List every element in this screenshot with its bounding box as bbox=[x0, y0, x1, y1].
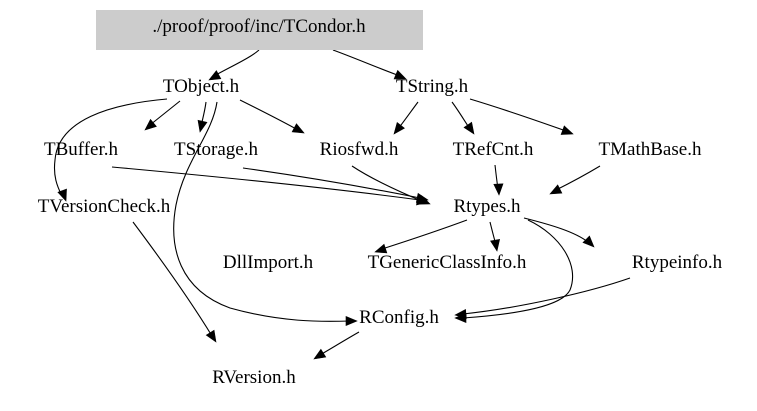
arrow-head-icon bbox=[345, 315, 358, 327]
node-label: TRefCnt.h bbox=[453, 139, 534, 160]
graph-node-dllimport[interactable]: DllImport.h bbox=[223, 252, 314, 273]
edge-tobject-to-tversioncheck bbox=[53, 98, 168, 202]
graph-node-tobject[interactable]: TObject.h bbox=[163, 76, 240, 97]
node-label: Rtypes.h bbox=[453, 196, 521, 217]
edges-layer bbox=[53, 49, 631, 360]
edge-line bbox=[149, 100, 181, 126]
node-label: TString.h bbox=[396, 76, 469, 97]
node-label: RVersion.h bbox=[212, 367, 296, 388]
node-label: ./proof/proof/inc/TCondor.h bbox=[152, 16, 366, 37]
edge-line bbox=[397, 101, 419, 130]
arrow-head-icon bbox=[144, 118, 157, 131]
edge-rtypeinfo-to-rconfig bbox=[454, 277, 631, 320]
edge-line bbox=[242, 167, 421, 199]
edge-line bbox=[173, 101, 351, 322]
edge-rconfig-to-rversion bbox=[313, 331, 360, 360]
root-node-background bbox=[96, 10, 423, 50]
graph-node-tbuffer[interactable]: TBuffer.h bbox=[44, 139, 119, 160]
edge-tstring-to-trefcnt bbox=[451, 101, 475, 135]
node-label: RConfig.h bbox=[359, 307, 439, 328]
arrow-head-icon bbox=[291, 123, 305, 134]
edge-tobject-to-tstorage bbox=[197, 101, 208, 133]
graph-node-tgenericclassinfo[interactable]: TGenericClassInfo.h bbox=[368, 252, 527, 273]
edge-line bbox=[523, 217, 589, 243]
arrow-head-icon bbox=[463, 121, 475, 135]
node-label: Rtypeinfo.h bbox=[632, 252, 723, 273]
edge-line bbox=[351, 165, 425, 203]
arrow-head-icon bbox=[582, 235, 595, 248]
edge-riosfwd-to-rtypes bbox=[351, 165, 431, 205]
node-label: TGenericClassInfo.h bbox=[368, 252, 527, 273]
edge-line bbox=[462, 277, 631, 315]
arrow-head-icon bbox=[205, 329, 217, 343]
arrow-head-icon bbox=[374, 243, 388, 254]
graph-node-trefcnt[interactable]: TRefCnt.h bbox=[453, 139, 534, 160]
edge-tobject-to-riosfwd bbox=[239, 99, 305, 134]
graph-node-rtypes[interactable]: Rtypes.h bbox=[453, 196, 521, 217]
edge-line bbox=[332, 49, 401, 77]
arrow-head-icon bbox=[393, 69, 407, 80]
arrow-head-icon bbox=[313, 348, 327, 360]
edge-line bbox=[462, 219, 574, 319]
edge-tversioncheck-to-rversion bbox=[132, 221, 217, 343]
edge-rtypes-to-dllimport bbox=[374, 219, 468, 254]
arrow-head-icon bbox=[549, 184, 563, 195]
graph-node-riosfwd[interactable]: Riosfwd.h bbox=[320, 139, 399, 160]
arrow-head-icon bbox=[493, 183, 504, 196]
edge-line bbox=[319, 331, 360, 356]
edge-line bbox=[53, 98, 168, 197]
node-label: Riosfwd.h bbox=[320, 139, 399, 160]
node-label: DllImport.h bbox=[223, 252, 314, 273]
edge-root-to-tstring bbox=[332, 49, 407, 80]
edge-tstring-to-tmathbase bbox=[469, 98, 574, 135]
edge-line bbox=[111, 166, 421, 201]
edge-rtypes-to-tgenericclassinfo bbox=[489, 221, 501, 252]
node-label: TStorage.h bbox=[174, 139, 258, 160]
edge-line bbox=[239, 99, 299, 131]
node-label: TMathBase.h bbox=[599, 139, 702, 160]
edge-tstring-to-riosfwd bbox=[393, 101, 419, 135]
node-label: TObject.h bbox=[163, 76, 240, 97]
edge-line bbox=[469, 98, 567, 132]
edge-tobject-to-tbuffer bbox=[144, 100, 181, 131]
edge-line bbox=[213, 49, 260, 77]
node-label: TBuffer.h bbox=[44, 139, 119, 160]
graph-node-rconfig[interactable]: RConfig.h bbox=[359, 307, 439, 328]
edge-line bbox=[132, 221, 213, 337]
arrow-head-icon bbox=[208, 70, 222, 81]
arrow-head-icon bbox=[560, 125, 574, 135]
edge-root-to-tobject bbox=[208, 49, 260, 81]
arrow-head-icon bbox=[490, 238, 501, 252]
arrow-head-icon bbox=[454, 308, 467, 320]
arrow-head-icon bbox=[417, 195, 431, 205]
graph-node-tversioncheck[interactable]: TVersionCheck.h bbox=[38, 196, 171, 217]
edge-trefcnt-to-rtypes bbox=[493, 164, 504, 196]
graph-node-tstorage[interactable]: TStorage.h bbox=[174, 139, 258, 160]
graph-node-tmathbase[interactable]: TMathBase.h bbox=[599, 139, 702, 160]
edge-tobject-to-rconfig bbox=[173, 101, 358, 327]
node-label: TVersionCheck.h bbox=[38, 196, 171, 217]
edge-line bbox=[381, 219, 468, 250]
arrow-head-icon bbox=[393, 121, 405, 135]
edge-tmathbase-to-rtypes bbox=[549, 165, 601, 195]
arrow-head-icon bbox=[197, 119, 208, 133]
edge-tstorage-to-rtypes bbox=[242, 167, 429, 203]
edge-rtypes-to-rtypeinfo bbox=[523, 217, 595, 248]
graph-node-rtypeinfo[interactable]: Rtypeinfo.h bbox=[632, 252, 723, 273]
graph-node-root[interactable]: ./proof/proof/inc/TCondor.h bbox=[96, 10, 423, 50]
graph-node-rversion[interactable]: RVersion.h bbox=[212, 367, 296, 388]
graph-node-tstring[interactable]: TString.h bbox=[396, 76, 469, 97]
arrow-head-icon bbox=[57, 188, 67, 202]
edge-line bbox=[555, 165, 601, 191]
